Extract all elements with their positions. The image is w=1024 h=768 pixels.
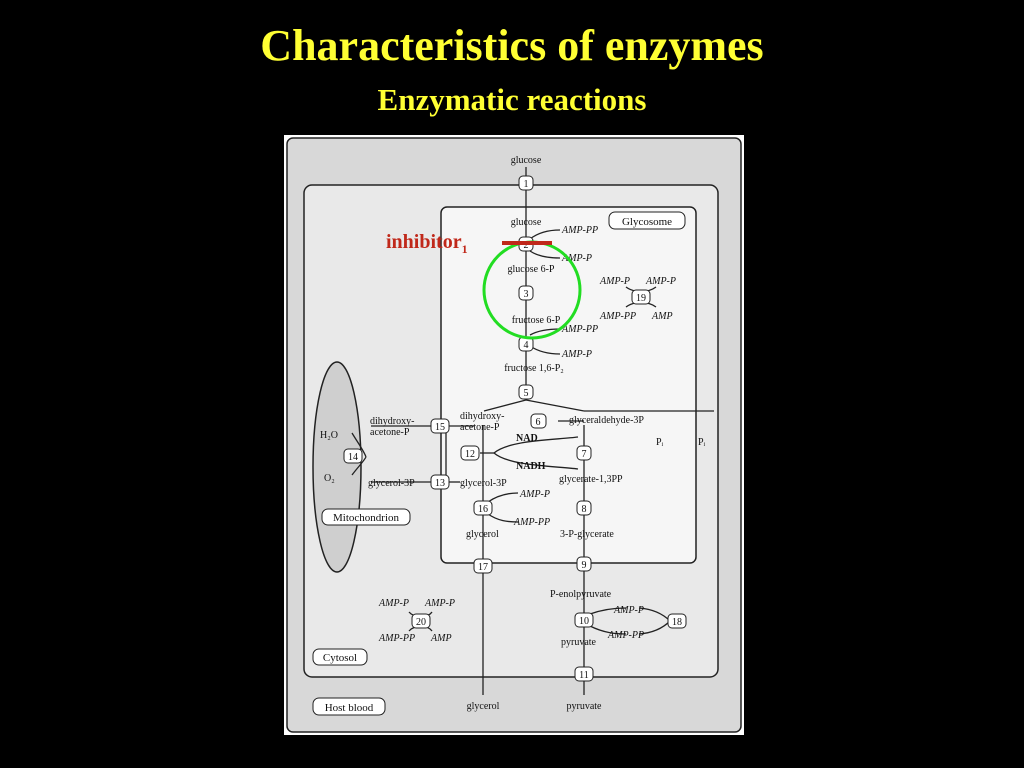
- glycosome-label-box: [608, 211, 686, 230]
- svg-text:8: 8: [582, 504, 587, 515]
- svg-text:15: 15: [435, 422, 445, 433]
- svg-text:18: 18: [672, 617, 682, 628]
- o2-label: O₂: [324, 473, 335, 484]
- mitochondrion-label: Mitochondrion: [333, 512, 399, 524]
- cofactor-20-bl: AMP-PP: [378, 633, 415, 644]
- step-11-node: 11: [574, 666, 594, 682]
- 3-p-glycerate-label: 3-P-glycerate: [560, 529, 614, 540]
- glycerate-13p-label: glycerate-1,3PP: [559, 474, 623, 485]
- metabolite-labels: glucose glucose glucose 6-P fructose 6-P…: [320, 155, 706, 712]
- cofactor-16-b: AMP-PP: [513, 517, 550, 528]
- cofactor-19-bl: AMP-PP: [599, 311, 636, 322]
- svg-text:6: 6: [536, 417, 541, 428]
- svg-text:2: 2: [524, 240, 529, 251]
- svg-text:13: 13: [435, 478, 445, 489]
- glucose-6p-label: glucose 6-P: [508, 264, 555, 275]
- svg-text:12: 12: [465, 449, 475, 460]
- slide-subtitle: Enzymatic reactions: [377, 82, 647, 117]
- cofactor-20-tr: AMP-P: [424, 598, 455, 609]
- step-16-node: 16: [473, 500, 493, 516]
- h2o-label: H₂O: [320, 430, 338, 441]
- nad-label: NAD: [516, 433, 538, 444]
- pi-cytosol-label: Pᵢ: [698, 437, 706, 448]
- step-3-node: 3: [518, 285, 534, 301]
- svg-text:4: 4: [524, 340, 529, 351]
- svg-text:11: 11: [579, 670, 589, 681]
- step-17-node: 17: [473, 558, 493, 574]
- cofactor-19-br: AMP: [651, 311, 673, 322]
- svg-text:1: 1: [524, 179, 529, 190]
- step-18-node: 18: [667, 613, 687, 629]
- mitochondrion-compartment: [312, 361, 362, 573]
- cofactor-2-out: AMP-P: [561, 253, 592, 264]
- host-blood-label-box: [312, 697, 386, 716]
- pathway-diagram: Glycosome Mitochondrion Cytosol Host blo…: [286, 137, 742, 733]
- p-enolpyruvate-label: P-enolpyruvate: [550, 589, 612, 600]
- step-12-node: 12: [460, 445, 480, 461]
- svg-text:5: 5: [524, 388, 529, 399]
- cofactor-16-a: AMP-P: [519, 489, 550, 500]
- cofactor-10-b: AMP-PP: [607, 630, 644, 641]
- glycerol-3p-glycosome-label: glycerol-3P: [460, 478, 507, 489]
- step-14-node: 14: [343, 448, 363, 464]
- cofactor-labels: AMP-PP AMP-P AMP-PP AMP-P AMP-P AMP-P AM…: [378, 225, 676, 644]
- step-9-node: 9: [576, 556, 592, 572]
- slide-title: Characteristics of enzymes: [260, 21, 764, 70]
- step-7-node: 7: [576, 445, 592, 461]
- step-13-node: 13: [430, 474, 450, 490]
- nadh-label: NADH: [516, 461, 546, 472]
- step-19-node: 19: [631, 289, 651, 305]
- cytosol-label-box: [312, 648, 368, 666]
- inhibitor-label: inhibitor1: [386, 231, 468, 256]
- mitochondrion-label-box: [321, 508, 411, 526]
- step-6-node: 6: [530, 413, 547, 429]
- cofactor-4-in: AMP-PP: [561, 324, 598, 335]
- svg-text:14: 14: [348, 452, 358, 463]
- host-blood-label: Host blood: [325, 702, 374, 714]
- cofactor-19-tl: AMP-P: [599, 276, 630, 287]
- glucose-label: glucose: [511, 217, 542, 228]
- glyceraldehyde-3p-label: glyceraldehyde-3P: [569, 415, 644, 426]
- cytosol-label: Cytosol: [323, 652, 357, 664]
- step-nodes: 1 2 3 4 5 6 7 8 9 10 11 12 13 14 15 16 1…: [343, 175, 687, 682]
- fructose-16p2-label: fructose 1,6-P₂: [504, 363, 564, 374]
- svg-text:16: 16: [478, 504, 488, 515]
- dhap-mitochondrion-label: dihydroxy-acetone-P: [370, 416, 414, 438]
- cofactor-2-in: AMP-PP: [561, 225, 598, 236]
- step-15-node: 15: [430, 418, 450, 434]
- svg-text:10: 10: [579, 616, 589, 627]
- step-20-node: 20: [411, 613, 431, 629]
- pi-glycosome-label: Pᵢ: [656, 437, 664, 448]
- step-1-node: 1: [518, 175, 534, 191]
- svg-text:19: 19: [636, 293, 646, 304]
- pyruvate-blood-label: pyruvate: [567, 701, 603, 712]
- glucose-blood-label: glucose: [511, 155, 542, 166]
- step-5-node: 5: [518, 384, 534, 400]
- step-8-node: 8: [576, 500, 592, 516]
- fructose-6p-label: fructose 6-P: [512, 315, 561, 326]
- cofactor-10-a: AMP-P: [613, 605, 644, 616]
- cofactor-20-tl: AMP-P: [378, 598, 409, 609]
- glycerol-glycosome-label: glycerol: [466, 529, 499, 540]
- glycolysis-pathway-figure: Glycosome Mitochondrion Cytosol Host blo…: [284, 135, 744, 735]
- svg-text:3: 3: [524, 289, 529, 300]
- svg-text:9: 9: [582, 560, 587, 571]
- glycosome-label: Glycosome: [622, 216, 672, 228]
- cofactor-4-out: AMP-P: [561, 349, 592, 360]
- glycerol-blood-label: glycerol: [467, 701, 500, 712]
- cofactor-19-tr: AMP-P: [645, 276, 676, 287]
- svg-text:7: 7: [582, 449, 587, 460]
- pyruvate-cytosol-label: pyruvate: [561, 637, 597, 648]
- cofactor-20-br: AMP: [430, 633, 452, 644]
- dhap-glycosome-label: dihydroxy-acetone-P: [460, 411, 504, 433]
- svg-text:17: 17: [478, 562, 488, 573]
- svg-text:20: 20: [416, 617, 426, 628]
- glycerol-3p-mitochondrion-label: glycerol-3P: [368, 478, 415, 489]
- step-10-node: 10: [574, 612, 594, 628]
